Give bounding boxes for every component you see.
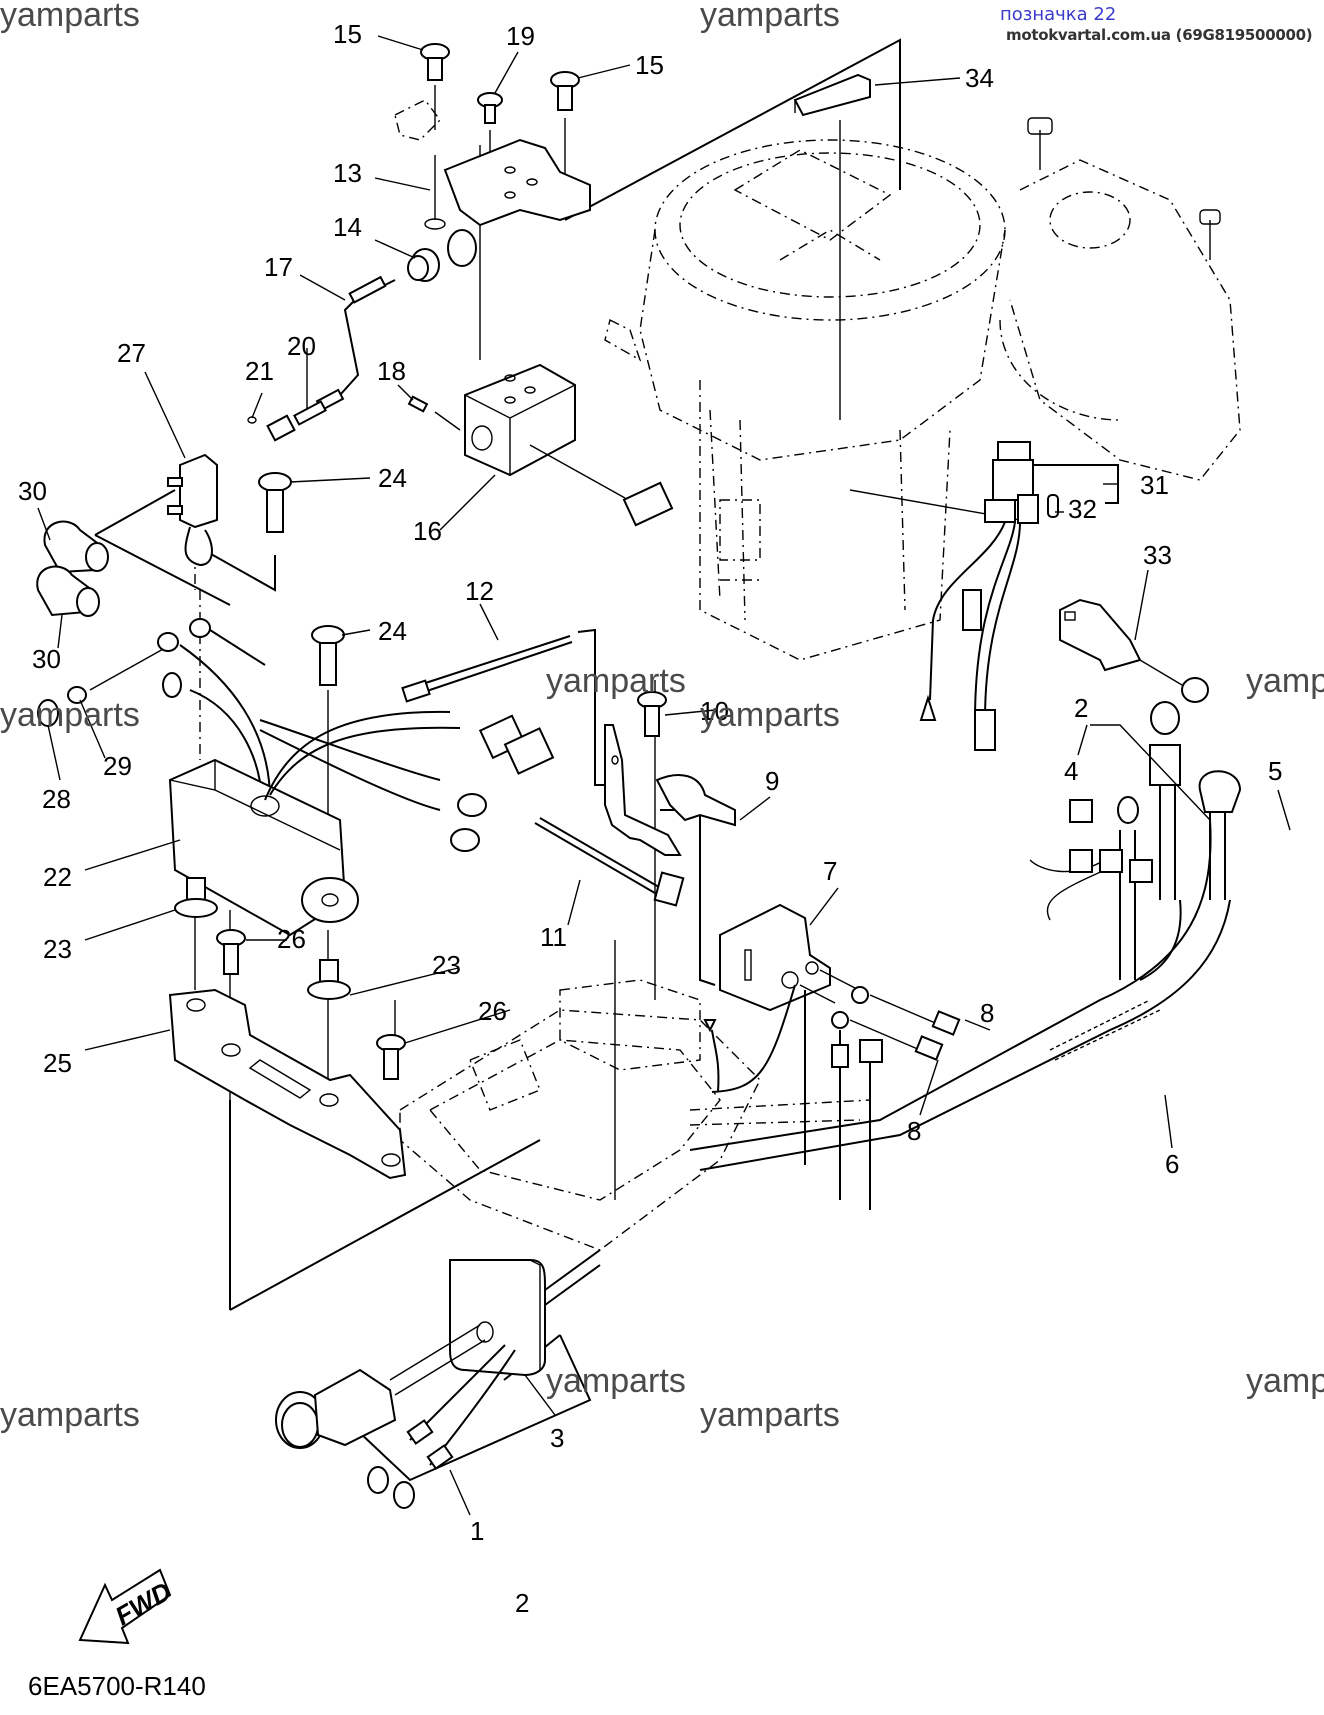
link-rod-17 — [315, 275, 396, 412]
leader-lines — [37, 35, 1291, 1516]
coupler-plug — [478, 714, 555, 775]
clip-phantom — [394, 99, 441, 141]
collar-23-left — [174, 877, 218, 918]
callout-5: 5 — [1268, 756, 1282, 786]
clamp-9 — [655, 774, 736, 827]
callout-20: 20 — [287, 331, 316, 361]
callout-30: 30 — [32, 644, 61, 674]
bolt-10 — [637, 691, 667, 737]
callout-9: 9 — [765, 766, 779, 796]
collar-23-right — [307, 959, 351, 1000]
callout-labels: 15 19 15 34 13 14 17 27 20 21 18 24 16 3… — [18, 19, 1282, 1618]
callout-15: 15 — [635, 50, 664, 80]
callout-2: 2 — [515, 1588, 529, 1618]
callout-31: 31 — [1140, 470, 1169, 500]
callout-25: 25 — [43, 1048, 72, 1078]
callout-30: 30 — [18, 476, 47, 506]
bracket-13 — [424, 138, 591, 267]
watermark: yamparts — [546, 1362, 686, 1400]
callout-15: 15 — [333, 19, 362, 49]
bolt-26-right — [376, 1034, 406, 1080]
harness-connectors-4 — [1069, 799, 1153, 883]
callout-14: 14 — [333, 212, 362, 242]
callout-13: 13 — [333, 158, 362, 188]
fuse-holder — [275, 1321, 494, 1449]
callout-28: 28 — [42, 784, 71, 814]
watermark: yamparts — [1246, 662, 1324, 700]
callout-34: 34 — [965, 63, 994, 93]
grommet-14 — [407, 248, 440, 282]
drawing-id: 6EA5700-R140 — [28, 1671, 206, 1701]
callout-11: 11 — [540, 922, 567, 952]
connector-20-21 — [247, 400, 327, 442]
grommet-3 — [449, 1249, 601, 1377]
callout-23: 23 — [43, 934, 72, 964]
callout-1: 1 — [470, 1516, 484, 1546]
callout-17: 17 — [264, 252, 293, 282]
ring-terminals-22 — [450, 793, 487, 852]
watermark: yamparts — [700, 0, 840, 34]
callout-8: 8 — [980, 998, 994, 1028]
callout-24: 24 — [378, 616, 407, 646]
rectifier-7 — [703, 903, 856, 1165]
bottom-cowling-phantom — [399, 979, 871, 1251]
cable-tie-12 — [401, 635, 573, 703]
pin-18 — [407, 395, 461, 431]
bracket-33 — [1059, 598, 1209, 703]
badge-subtitle: motokvartal.com.ua (69G819500000) — [1006, 26, 1313, 44]
callout-22: 22 — [43, 862, 72, 892]
watermarks: yamparts yamparts yamparts yamparts yamp… — [0, 0, 1324, 1434]
callout-3: 3 — [550, 1423, 564, 1453]
callout-2: 2 — [1074, 693, 1088, 723]
bolt-26-left — [216, 929, 246, 975]
watermark: yamparts — [0, 1396, 140, 1434]
leads-1 — [367, 1344, 516, 1509]
callout-6: 6 — [1165, 1149, 1179, 1179]
badge-title: позначка 22 — [1000, 4, 1117, 25]
callout-7: 7 — [823, 856, 837, 886]
watermark: yamparts — [546, 662, 686, 700]
cable-tie-11 — [534, 817, 685, 907]
callout-33: 33 — [1143, 540, 1172, 570]
relay-31 — [919, 441, 1059, 751]
leads-7 — [831, 1030, 883, 1210]
bolt-15-left — [420, 43, 450, 220]
callout-27: 27 — [117, 338, 146, 368]
callout-26: 26 — [478, 996, 507, 1026]
callout-24: 24 — [378, 463, 407, 493]
bolts-8 — [831, 986, 961, 1061]
engine-phantom-outline — [604, 117, 1241, 661]
washers-28-29 — [37, 647, 166, 727]
watermark: yamparts — [0, 696, 140, 734]
watermark: yamparts — [0, 0, 140, 34]
watermark: yamparts — [700, 1396, 840, 1434]
module-22 — [168, 710, 461, 937]
bolt-24-lower — [311, 625, 345, 686]
bracket-stay — [604, 724, 682, 856]
callout-12: 12 — [465, 576, 494, 606]
switch-27 — [167, 453, 218, 567]
watermark: yamparts — [700, 696, 840, 734]
callout-18: 18 — [377, 356, 406, 386]
bolt-24-upper — [258, 472, 292, 533]
plate-25 — [168, 988, 407, 1180]
callout-19: 19 — [506, 21, 535, 51]
callout-10: 10 — [700, 696, 729, 726]
caps-30 — [36, 520, 109, 617]
callout-23: 23 — [432, 950, 461, 980]
fwd-arrow-icon: FWD — [78, 1568, 176, 1645]
callout-32: 32 — [1068, 494, 1097, 524]
callout-4: 4 — [1064, 756, 1078, 786]
callout-26: 26 — [277, 924, 306, 954]
callout-21: 21 — [245, 356, 274, 386]
harness-6 — [689, 701, 1242, 1171]
callout-8: 8 — [907, 1116, 921, 1146]
callout-16: 16 — [413, 516, 442, 546]
clip-34 — [793, 73, 871, 117]
callout-29: 29 — [103, 751, 132, 781]
watermark: yamparts — [1246, 1362, 1324, 1400]
switch-16 — [464, 363, 674, 527]
